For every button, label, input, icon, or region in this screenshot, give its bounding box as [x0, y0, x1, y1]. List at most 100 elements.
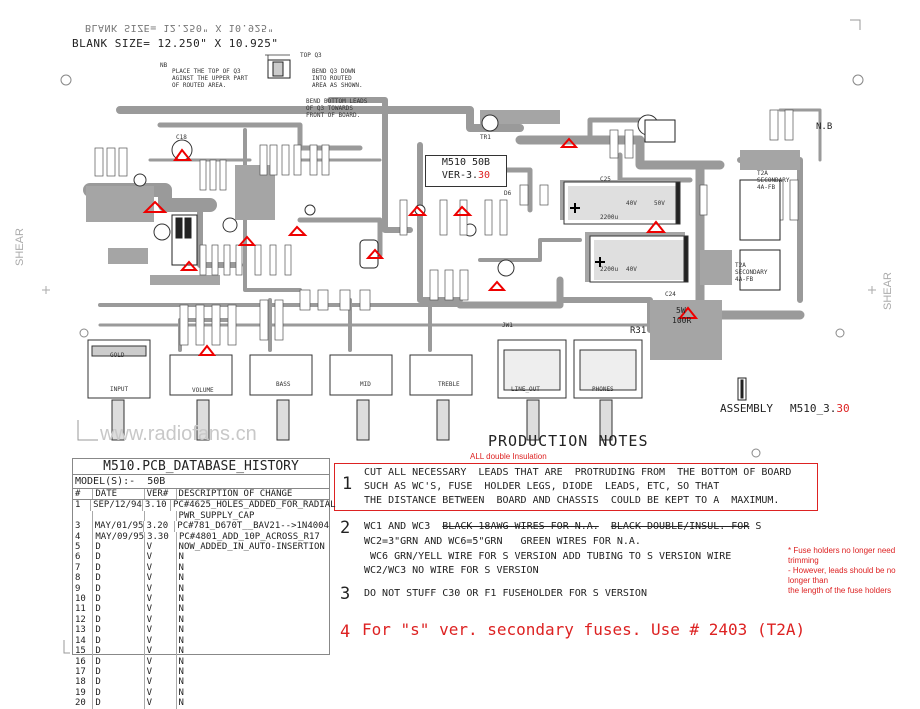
note-2-number: 2 [340, 518, 351, 538]
axis-marker [77, 420, 98, 441]
semiconductors [171, 59, 781, 291]
assembly-connector [737, 377, 747, 401]
note-4-number: 4 [340, 622, 351, 642]
shear-right-label: SHEAR [882, 272, 894, 310]
history-cell: D [93, 687, 145, 699]
q3-bend-note: BEND Q3 DOWN INTO ROUTED AREA AS SHOWN. [312, 68, 363, 89]
model-label: MODEL(S):- [75, 476, 136, 487]
pcb-history-table: M510.PCB_DATABASE_HISTORY MODEL(S):- 50B… [72, 458, 336, 709]
history-cell: V [145, 562, 177, 574]
blank-size-mirror: BLANK SIZE= 12.250" X 10.925" [85, 22, 275, 33]
history-cell: V [145, 552, 177, 563]
history-cell: MAY/09/95 [95, 531, 146, 543]
t2a-fuse-label-2: T2A SECONDARY 4A-FB [735, 262, 768, 283]
fuse-holder-side-note: * Fuse holders no longer need trimming -… [788, 546, 920, 596]
jack-footprints [87, 339, 643, 399]
history-cell: N [178, 625, 184, 636]
nb-right-label: N.B [816, 122, 833, 132]
cap-50v-label: 50V [654, 200, 665, 207]
history-cell: SEP/12/94 [93, 500, 143, 511]
history-cell: N [178, 562, 184, 573]
gold-label: GOLD [110, 352, 125, 359]
shear-markers [42, 286, 876, 294]
note-line: AGINST THE UPPER PART [172, 75, 248, 82]
history-cell: 3 [73, 521, 93, 532]
assembly-ver-suffix: 30 [836, 402, 850, 415]
history-cell: 16 [73, 656, 94, 667]
history-cell: D [93, 625, 145, 636]
history-cell: D [93, 677, 145, 688]
history-cell: 13 [73, 625, 94, 636]
note-line: OF Q3 TOWARDS [306, 105, 353, 112]
history-cell: N [178, 656, 184, 667]
history-cell: N [178, 552, 184, 563]
history-cell: D [93, 573, 145, 584]
tr1-label: TR1 [480, 134, 491, 141]
model-value: 50B [147, 476, 166, 487]
shear-left-label: SHEAR [14, 228, 26, 266]
history-cell: 3.20 [144, 521, 176, 532]
side-note-line: - However, leads should be no longer tha… [788, 566, 896, 585]
history-cell: 10 [73, 594, 94, 605]
note-4-text: For "s" ver. secondary fuses. Use # 2403… [362, 620, 806, 639]
hundred-r-label: 100R [672, 316, 692, 325]
fuse-secondary: SECONDARY [735, 269, 768, 276]
fuse-secondary: SECONDARY [757, 177, 790, 184]
cap-40v-label: 40V [626, 200, 637, 207]
history-cell: V [145, 656, 177, 667]
t2a-fuse-label-1: T2A SECONDARY 4A-FB [757, 170, 790, 191]
history-cell: 3.30 [145, 531, 177, 543]
history-cell: PC#4625_HOLES_ADDED_FOR_RADIAL [173, 500, 336, 511]
note-2-line-1: WC1 AND WC3 BLACK 18AWG WIRES FOR N.A. B… [364, 520, 761, 534]
history-cell: V [145, 666, 177, 678]
note-line: BEND BOTTOM LEADS [306, 98, 368, 105]
d6-label: D6 [504, 190, 512, 197]
filter-capacitors [563, 181, 689, 283]
history-cell: 9 [73, 583, 94, 595]
history-cell: 7 [73, 562, 94, 574]
history-cell: D [93, 604, 145, 615]
cap-2200-label-2: 2200u [600, 266, 619, 273]
history-header-cell: DATE [93, 489, 145, 500]
note-line: INTO ROUTED [312, 75, 352, 82]
history-cell: 5 [73, 542, 94, 553]
history-cell: V [145, 635, 177, 647]
note-2-line-3: WC6 GRN/YELL WIRE FOR S VERSION ADD TUBI… [364, 551, 732, 562]
volume-label: VOLUME [192, 387, 214, 394]
input-label: INPUT [110, 386, 129, 393]
history-cell: V [145, 573, 177, 584]
history-cell: N [178, 646, 184, 657]
board-outline [63, 19, 861, 654]
five-watt-label: 5W [676, 306, 686, 315]
note-2-strikethrough-1: BLACK 18AWG WIRES FOR N.A. [442, 521, 599, 532]
history-cell: N [178, 635, 184, 646]
history-cell: 15 [73, 646, 94, 657]
pot-footprints [111, 354, 613, 441]
history-cell: D [93, 614, 145, 626]
history-cell: D [93, 646, 145, 657]
history-cell: N [178, 573, 184, 584]
note-1-box [334, 463, 818, 511]
resistor-rows [94, 109, 799, 346]
history-cell: D [93, 656, 145, 667]
history-cell: D [93, 666, 145, 678]
history-cell: N [178, 614, 184, 625]
pcb-layout [42, 19, 876, 654]
history-model-row: MODEL(S):- 50B [73, 475, 329, 489]
history-cell [73, 510, 94, 522]
history-cell: NOW_ADDED_IN_AUTO-INSERTION [178, 542, 325, 553]
jw1-label: JW1 [502, 322, 513, 329]
history-cell: V [145, 698, 177, 709]
history-cell: 14 [73, 635, 94, 647]
history-cell: D [93, 594, 145, 605]
